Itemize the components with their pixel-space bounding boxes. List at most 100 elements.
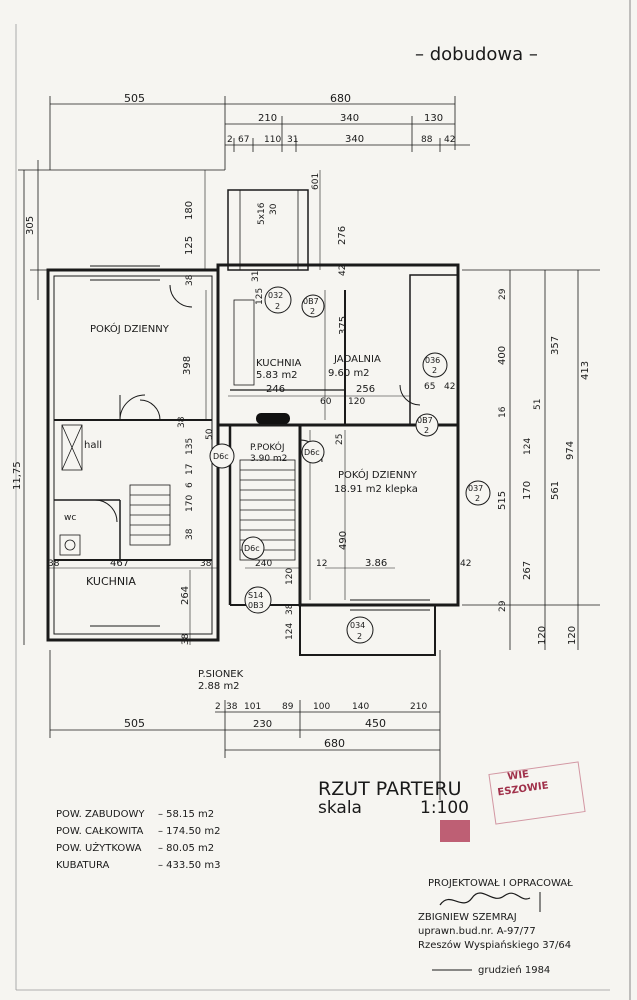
author-licence: uprawn.bud.nr. A-97/77 — [418, 926, 536, 937]
dim-right-c1-0: 29 — [498, 288, 508, 300]
dim-276: 276 — [337, 226, 348, 245]
dim-overall-left: 505 — [124, 92, 145, 105]
dim-right-c2-2: 561 — [550, 481, 561, 500]
tag-d6c-b: D6c — [304, 448, 320, 457]
dim-38f: 38 — [285, 603, 295, 615]
tag-0b7-a-sub: 2 — [310, 307, 315, 316]
dim-top-r3-c: 110 — [264, 135, 281, 145]
dim-65: 65 — [424, 382, 435, 392]
room-label-przedpokoj: P.POKÓJ — [250, 441, 285, 453]
stat-value-3: – 433.50 m3 — [158, 860, 220, 871]
stat-label-2: POW. UŻYTKOWA — [56, 841, 142, 854]
stat-value-1: – 174.50 m2 — [158, 826, 220, 837]
dim-42a: 42 — [338, 265, 348, 276]
tag-032-sub: 2 — [275, 302, 280, 311]
dim-180: 180 — [184, 201, 195, 220]
dim-124: 124 — [285, 623, 295, 640]
tag-037-sub: 2 — [475, 494, 480, 503]
tag-037: 037 — [468, 484, 483, 493]
dim-38e: 38 — [200, 559, 212, 569]
author-name: ZBIGNIEW SZEMRAJ — [418, 912, 517, 923]
internal-dim-lines — [48, 170, 410, 645]
sheet-title: – dobudowa – — [415, 44, 538, 65]
dim-right-c2-0: 357 — [550, 336, 561, 355]
dim-42b: 42 — [444, 382, 455, 392]
room-label-wc: wc — [64, 513, 76, 523]
dim-246: 246 — [266, 384, 285, 395]
author-role: PROJEKTOWAŁ I OPRACOWAŁ — [428, 878, 573, 889]
tag-0b7-b-sub: 2 — [424, 426, 429, 435]
radiator — [256, 413, 290, 424]
dim-right-c2-3: 515 — [497, 491, 508, 510]
dim-left-outer1: 11,75 — [12, 461, 23, 490]
tag-036: 036 — [425, 356, 440, 365]
dim-right-c1-1: 400 — [497, 346, 508, 365]
dim-398: 398 — [182, 356, 193, 375]
dim-38g: 38 — [181, 633, 191, 645]
room-area-psionek: 2.88 m2 — [198, 681, 240, 692]
dim-38d: 38 — [48, 559, 60, 569]
dim-right-c1-4: 170 — [522, 481, 533, 500]
stat-label-1: POW. CAŁKOWITA — [56, 826, 143, 837]
element-tag-labels: 032 2 0B7 2 036 2 0B7 2 037 2 034 2 D6c … — [213, 291, 483, 641]
stat-label-3: KUBATURA — [56, 860, 110, 871]
tag-0b7-a: 0B7 — [303, 297, 319, 306]
dim-bottom-r2-a: 505 — [124, 717, 145, 730]
element-tag-circles — [209, 286, 491, 644]
tag-s14: S14 — [248, 591, 263, 600]
dim-30: 30 — [269, 203, 279, 215]
dim-bottom-r1-f: 140 — [352, 702, 369, 712]
room-label-kuchnia-1: KUCHNIA — [86, 575, 136, 588]
svg-text:ESZOWIE: ESZOWIE — [497, 780, 550, 798]
plan-caption-title: RZUT PARTERU — [318, 778, 462, 800]
dim-bottom-r2-c: 450 — [365, 717, 386, 730]
author-date: grudzień 1984 — [478, 964, 550, 976]
left-dimension-lines — [18, 160, 225, 645]
dim-right-c2-1: 51 — [533, 399, 543, 410]
dim-top-r2-a: 210 — [258, 113, 277, 124]
dim-601: 601 — [311, 173, 321, 190]
dim-right-c1-3: 124 — [523, 438, 533, 455]
tag-0b7-b: 0B7 — [417, 416, 433, 425]
stat-value-0: – 58.15 m2 — [158, 809, 214, 820]
dim-50: 50 — [205, 428, 215, 440]
dim-right-c1-5: 267 — [522, 561, 533, 580]
dim-38b: 38 — [177, 416, 187, 428]
tag-034: 034 — [350, 621, 365, 630]
dim-25: 25 — [335, 434, 345, 445]
room-label-pokoj-dzienny-1: POKÓJ DZIENNY — [90, 322, 170, 335]
dim-bottom-r1-c: 101 — [244, 702, 261, 712]
dim-490: 490 — [338, 531, 349, 550]
tag-0b3: 0B3 — [248, 601, 264, 610]
dim-264: 264 — [180, 586, 191, 605]
dim-left-outer2: 305 — [25, 216, 36, 235]
dim-top-r2-c: 130 — [424, 113, 443, 124]
dim-bottom-r1-b: 38 — [226, 702, 238, 712]
bottom-dimension-lines — [49, 650, 441, 800]
dim-top-r3-b: 67 — [238, 135, 249, 145]
stat-label-0: POW. ZABUDOWY — [56, 809, 145, 820]
dim-bottom-r3: 680 — [324, 737, 345, 750]
dim-38a: 38 — [185, 274, 195, 286]
room-area-pokoj-dzienny-2: 18.91 m2 klepka — [334, 484, 418, 495]
tag-d6c-a: D6c — [213, 452, 229, 461]
dim-top-r3-e: 340 — [345, 134, 364, 145]
tag-d6c-c: D6c — [244, 544, 260, 553]
dim-240: 240 — [255, 559, 272, 569]
dim-120b: 120 — [285, 568, 295, 585]
plan-caption-scale-label: skala — [318, 798, 362, 818]
dim-top-r3-g: 42 — [444, 135, 455, 145]
tag-032: 032 — [268, 291, 283, 300]
dim-135: 135 — [185, 438, 195, 455]
dim-375: 375 — [338, 316, 349, 335]
dim-31: 31 — [251, 271, 261, 282]
dim-bottom-r1-e: 100 — [313, 702, 330, 712]
dim-42c: 42 — [460, 559, 471, 569]
room-label-pokoj-dzienny-2: POKÓJ DZIENNY — [338, 468, 418, 481]
room-label-kuchnia-2: KUCHNIA — [256, 358, 302, 369]
dim-top-r3-d: 31 — [287, 135, 298, 145]
dim-bottom-r1-a: 2 — [215, 702, 221, 712]
svg-text:WIE: WIE — [507, 769, 530, 783]
area-statistics: POW. ZABUDOWY – 58.15 m2 POW. CAŁKOWITA … — [56, 809, 220, 871]
